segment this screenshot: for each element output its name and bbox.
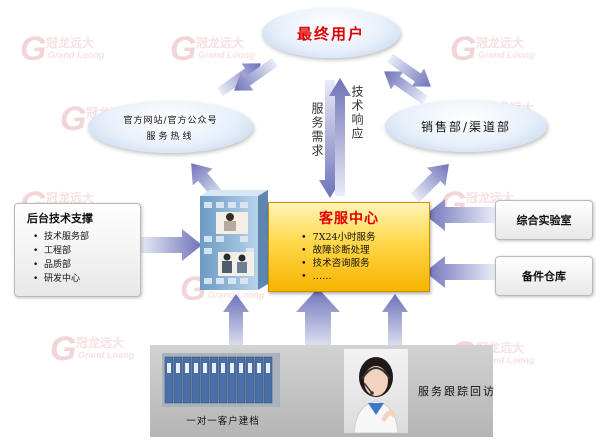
hotline-label: 服务热线 (146, 131, 195, 142)
archive-label: 一对一客户建档 (186, 416, 260, 427)
arrow-warehouse-to-center (425, 256, 495, 288)
service-center-item: • 故障诊断处理 (301, 245, 370, 256)
arrow-sales-to-user (384, 71, 428, 105)
sales-label: 销售部/渠道部 (420, 119, 512, 134)
arrow-tech-response (329, 78, 351, 196)
end-user-label: 最终用户 (296, 24, 365, 43)
building-icon (200, 190, 268, 290)
backend-item: • 研发中心 (33, 274, 81, 284)
followup-label: 服务跟踪回访 (418, 385, 496, 398)
arrow-bottom-to-center (296, 288, 340, 352)
lab-panel: 综合实验室 (495, 200, 593, 240)
bottom-panel: 一对一客户建档 服务跟踪回访 (150, 345, 496, 437)
warehouse-panel: 备件仓库 (495, 256, 593, 296)
sales-node: 销售部/渠道部 (385, 100, 547, 152)
backend-support-panel: 后台技术支撑 • 技术服务部 • 工程部 • 品质部 • 研发中心 (14, 203, 141, 297)
service-demand-label: 服务需求 (310, 102, 324, 158)
website-label: 官方网站/官方公众号 (123, 115, 218, 126)
arrow-bottom-to-building (223, 294, 249, 352)
backend-title: 后台技术支撑 (27, 212, 93, 225)
service-center-item: • 技术咨询服务 (301, 258, 370, 269)
end-user-node: 最终用户 (262, 8, 400, 58)
headset-operator-icon (353, 357, 399, 434)
tech-response-label: 技术响应 (350, 85, 364, 141)
binder-shelf-image (162, 353, 280, 407)
website-hotline-node: 官方网站/官方公众号 服务热线 (88, 101, 253, 153)
backend-item: • 品质部 (33, 260, 72, 270)
binders-icon (162, 353, 280, 407)
operator-photo (344, 349, 408, 434)
arrow-bottom-to-center-right (382, 294, 408, 352)
arrow-user-to-website (234, 57, 278, 91)
backend-item: • 技术服务部 (33, 232, 90, 242)
service-center-title: 客服中心 (319, 211, 379, 227)
arrow-lab-to-center (425, 199, 495, 231)
backend-item: • 工程部 (33, 246, 72, 256)
lab-label: 综合实验室 (516, 214, 572, 227)
arrow-user-to-sales (387, 53, 431, 87)
office-building-image (200, 190, 268, 290)
arrow-service-demand (319, 80, 341, 198)
service-center-item: • 7X24小时服务 (301, 232, 376, 243)
service-center-box: 客服中心 • 7X24小时服务 • 故障诊断处理 • 技术咨询服务 • …… (268, 202, 430, 292)
warehouse-label: 备件仓库 (522, 270, 566, 283)
service-center-item: • …… (301, 271, 332, 282)
arrow-backend-to-center (140, 229, 202, 261)
arrow-center-to-sales (410, 164, 449, 203)
